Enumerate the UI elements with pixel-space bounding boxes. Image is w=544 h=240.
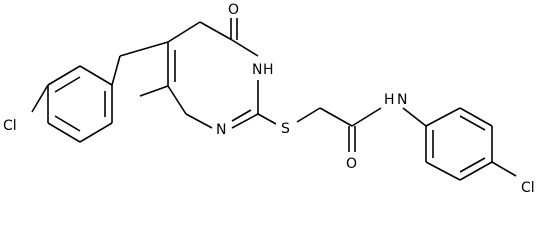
bond-benzyl (119, 41, 169, 57)
double-bond-inner (459, 157, 486, 173)
chemical-structure-diagram: Cl O N H N S O N H Cl (3, 2, 535, 196)
double-bond-inner (54, 76, 81, 93)
bond (167, 85, 187, 115)
bond (79, 65, 113, 86)
bond-c-cl (491, 161, 517, 177)
bond (459, 107, 493, 127)
bond (459, 161, 493, 181)
bond-benzyl (111, 55, 121, 86)
bond (31, 84, 49, 113)
bond (425, 161, 461, 181)
amide-nitrogen: N (397, 92, 407, 108)
left-chlorophenyl-ring (31, 41, 169, 143)
chlorine-atom-right: Cl (521, 180, 535, 196)
ring-nitrogen: N (216, 122, 226, 138)
bond (231, 39, 259, 57)
ring-nh-hydrogen: H (263, 62, 274, 78)
double-bond-inner (54, 115, 81, 132)
double-bond-inner (231, 109, 252, 122)
thioacetamide-chain (296, 107, 427, 152)
ring-nitrogen-nh: N (252, 62, 262, 78)
double-bond-inner (459, 115, 486, 131)
bond-c-s (257, 113, 277, 125)
chlorine-atom-left: Cl (3, 118, 17, 134)
bond (185, 113, 213, 129)
bond (425, 107, 461, 127)
bond-s-ch2 (296, 107, 321, 123)
bond (47, 122, 81, 143)
pyrimidinone-ring (139, 18, 277, 129)
bond-c-n (351, 107, 382, 127)
oxygen-atom-carbonyl: O (228, 2, 239, 18)
bond-ch2-c (319, 107, 353, 127)
oxygen-atom-amide: O (346, 156, 357, 172)
bond-n-aryl (402, 107, 427, 127)
bond (199, 21, 233, 41)
atom-labels: Cl O N H N S O N H Cl (3, 2, 535, 196)
bond (47, 65, 81, 86)
bond (231, 113, 259, 129)
sulfur-atom: S (281, 121, 290, 137)
amide-nh-hydrogen: H (384, 92, 395, 108)
molecule-canvas: Cl O N H N S O N H Cl (3, 2, 535, 196)
bond (167, 21, 201, 43)
right-chlorophenyl-ring (425, 107, 517, 181)
methyl-bond (139, 85, 169, 97)
bond (79, 122, 113, 143)
